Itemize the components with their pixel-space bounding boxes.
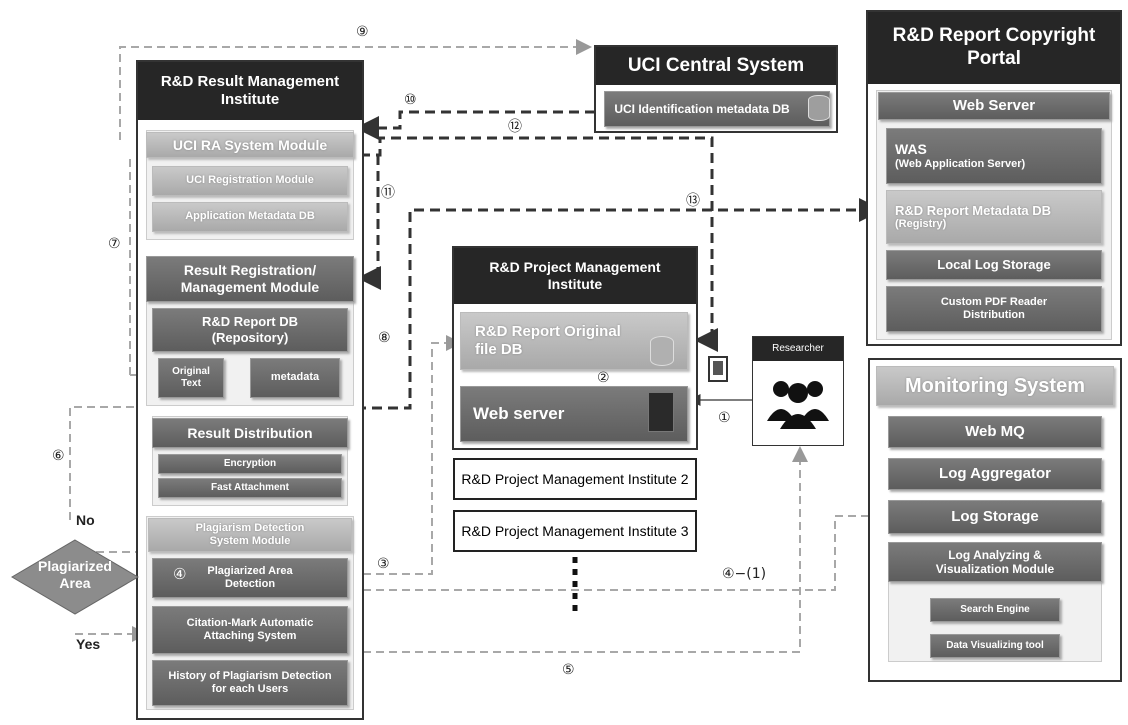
step-marker-8: ⑧ — [378, 330, 391, 346]
step-marker-4: ④ — [173, 565, 187, 583]
monitoring-title: Monitoring System — [876, 366, 1114, 406]
plagiarized-area-decision: Plagiarized Area — [10, 538, 140, 616]
plagiarism-history: History of Plagiarism Detection for each… — [152, 660, 348, 706]
report-metadata-db-sub: (Registry) — [895, 218, 947, 231]
result-distribution: Result Distribution — [152, 418, 348, 448]
researcher-title: Researcher — [753, 337, 843, 361]
web-mq: Web MQ — [888, 416, 1102, 448]
step-marker-6: ⑥ — [52, 448, 65, 464]
portal-web-server-header: Web Server — [878, 92, 1110, 120]
researcher-box: Researcher — [752, 336, 844, 446]
analyzing-module-header: Log Analyzing & Visualization Module — [888, 542, 1102, 582]
metadata-box: metadata — [250, 358, 340, 398]
flow-9 — [119, 39, 592, 140]
local-log-storage: Local Log Storage — [886, 250, 1102, 280]
encryption: Encryption — [158, 454, 342, 474]
step-marker-12: ⑫ — [508, 119, 522, 135]
decision-no-label: No — [76, 512, 95, 528]
researchers-icon — [763, 371, 833, 431]
step-marker-1: ① — [718, 410, 731, 426]
report-metadata-db-title: R&D Report Metadata DB — [895, 202, 1052, 218]
application-metadata-db: Application Metadata DB — [152, 202, 348, 232]
project-institute-2: R&D Project Management Institute 2 — [453, 458, 697, 500]
report-db-repository: R&D Report DB (Repository) — [152, 308, 348, 352]
log-aggregator: Log Aggregator — [888, 458, 1102, 490]
database-icon — [650, 336, 674, 366]
database-icon — [808, 95, 830, 121]
project-institute-3: R&D Project Management Institute 3 — [453, 510, 697, 552]
step-marker-7: ⑦ — [108, 236, 121, 252]
flow-5 — [350, 446, 808, 653]
portal-title: R&D Report Copyright Portal — [868, 12, 1120, 84]
citation-mark-system: Citation-Mark Automatic Attaching System — [152, 606, 348, 654]
data-visualizing-tool: Data Visualizing tool — [930, 634, 1060, 658]
step-marker-2: ② — [597, 370, 610, 386]
log-storage: Log Storage — [888, 500, 1102, 534]
document-icon — [708, 356, 728, 382]
project-institute-title: R&D Project Management Institute — [454, 248, 696, 304]
was-subtitle: (Web Application Server) — [895, 157, 1026, 170]
plagiarized-area-detection: Plagiarized Area Detection — [152, 558, 348, 598]
step-marker-5: ⑤ — [562, 662, 575, 678]
report-metadata-db: R&D Report Metadata DB (Registry) — [886, 190, 1102, 244]
decision-label: Plagiarized Area — [38, 558, 112, 591]
flow-3 — [350, 335, 462, 575]
uci-ra-module: UCI RA System Module — [146, 132, 354, 158]
flow-4-1 — [350, 515, 880, 591]
step-marker-4-1: ④−(1) — [722, 566, 767, 582]
step-marker-3: ③ — [377, 556, 390, 572]
step-marker-13: ⑬ — [686, 193, 700, 209]
result-registration-module: Result Registration/ Management Module — [146, 256, 354, 302]
uci-central-title: UCI Central System — [596, 47, 836, 85]
result-management-institute: R&D Result Management Institute UCI RA S… — [136, 60, 364, 720]
was-title: WAS — [895, 141, 927, 157]
was-box: WAS (Web Application Server) — [886, 128, 1102, 184]
search-engine: Search Engine — [930, 598, 1060, 622]
flow-11 — [357, 155, 381, 290]
step-marker-10: ⑩ — [404, 92, 417, 108]
server-icon — [648, 392, 674, 432]
uci-central-system: UCI Central System UCI Identification me… — [594, 45, 838, 133]
copyright-portal: R&D Report Copyright Portal Web Server W… — [866, 10, 1122, 346]
original-text: Original Text — [158, 358, 224, 398]
uci-identification-db: UCI Identification metadata DB — [604, 91, 830, 127]
step-marker-11: ⑪ — [381, 185, 395, 201]
monitoring-system: Monitoring System Web MQ Log Aggregator … — [868, 358, 1122, 682]
decision-yes-label: Yes — [76, 636, 101, 652]
flow-10 — [355, 110, 595, 140]
plagiarism-detection-module: Plagiarism Detection System Module — [148, 518, 352, 552]
fast-attachment: Fast Attachment — [158, 478, 342, 498]
uci-registration-module: UCI Registration Module — [152, 166, 348, 196]
result-institute-title: R&D Result Management Institute — [138, 62, 362, 120]
custom-pdf-reader: Custom PDF Reader Distribution — [886, 286, 1102, 332]
step-marker-9: ⑨ — [356, 24, 369, 40]
